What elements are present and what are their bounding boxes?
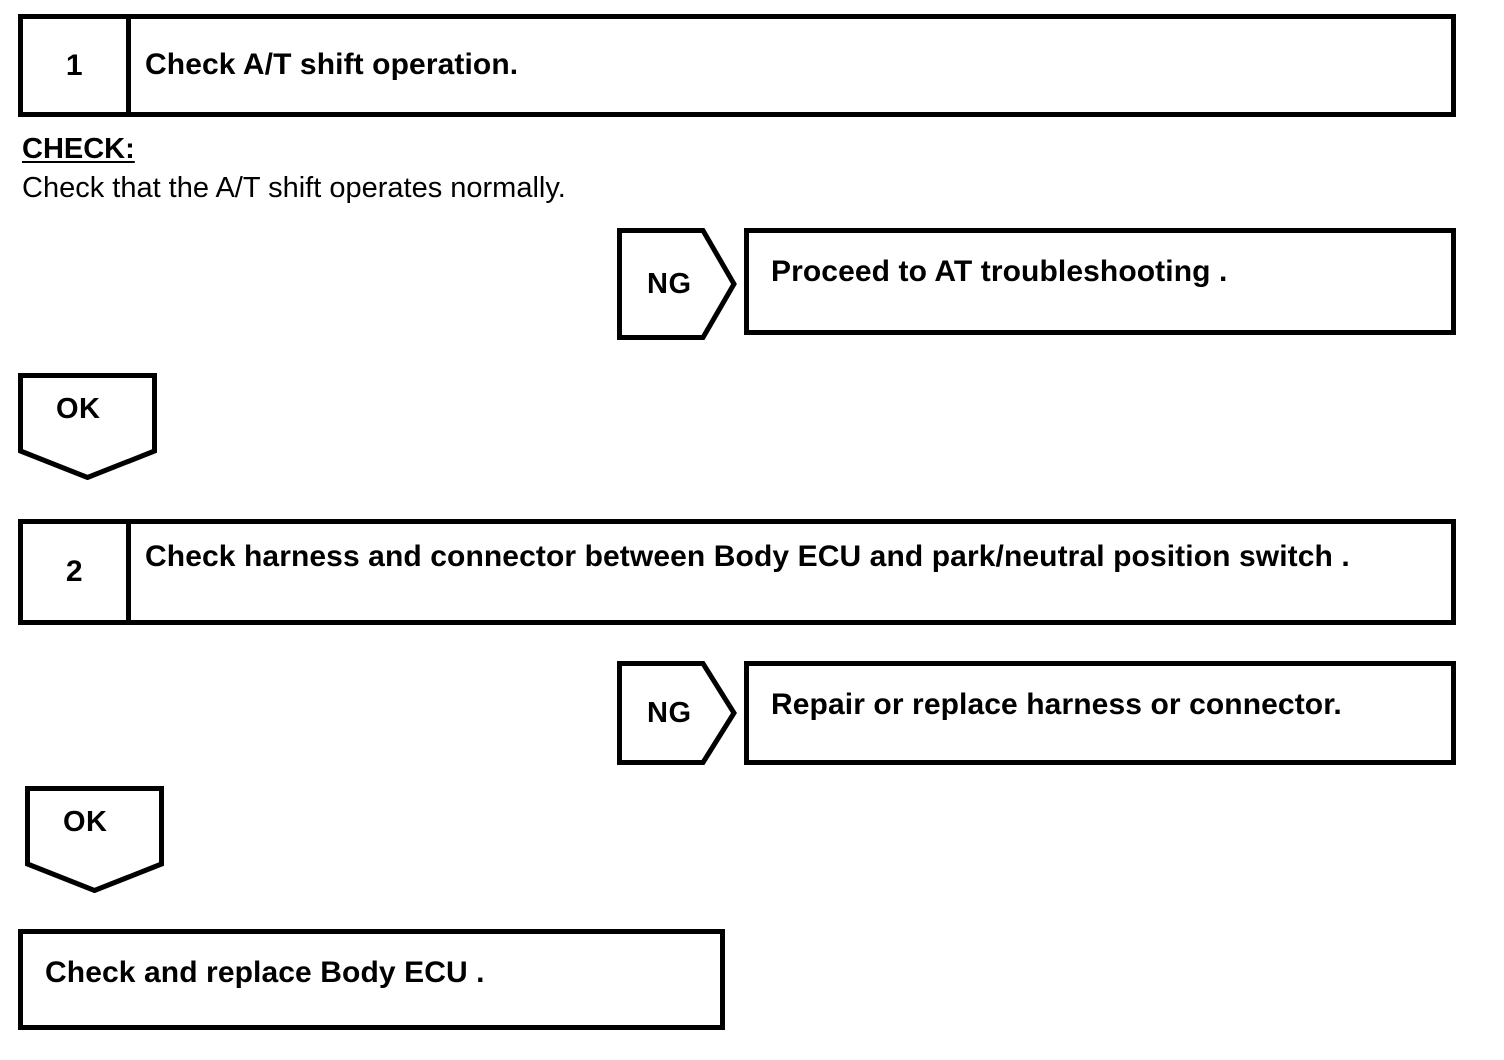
ng-branch-2: NG	[617, 661, 737, 765]
ok-label-2: OK	[63, 806, 108, 838]
final-result-box: Check and replace Body ECU .	[18, 929, 725, 1030]
check-body-text: Check that the A/T shift operates normal…	[22, 171, 566, 204]
step-number-cell-1: 1	[23, 19, 131, 112]
final-result-text: Check and replace Body ECU .	[45, 956, 485, 989]
step-title-1: Check A/T shift operation.	[145, 48, 519, 82]
step-text-cell-2: Check harness and connector between Body…	[131, 524, 1451, 620]
ng-label-1: NG	[647, 267, 692, 300]
ng-result-box-2: Repair or replace harness or connector.	[744, 661, 1456, 765]
step-box-1: 1 Check A/T shift operation.	[18, 14, 1456, 117]
ng-pentagon-icon	[617, 228, 737, 340]
ng-result-text-1: Proceed to AT troubleshooting .	[771, 255, 1228, 288]
check-section: CHECK: Check that the A/T shift operates…	[22, 133, 922, 205]
step-box-2: 2 Check harness and connector between Bo…	[18, 519, 1456, 625]
check-label: CHECK:	[22, 133, 135, 165]
ok-pentagon-icon	[18, 373, 157, 480]
ng-result-box-1: Proceed to AT troubleshooting .	[744, 228, 1456, 335]
step-text-cell-1: Check A/T shift operation.	[131, 19, 1451, 112]
ng-result-text-2: Repair or replace harness or connector.	[771, 688, 1342, 721]
ng-pentagon-icon	[617, 661, 737, 765]
ng-branch-1: NG	[617, 228, 737, 340]
ok-pentagon-icon	[25, 786, 164, 893]
ok-branch-2: OK	[25, 786, 164, 893]
step-title-2: Check harness and connector between Body…	[145, 540, 1350, 573]
ok-branch-1: OK	[18, 373, 157, 480]
ng-label-2: NG	[647, 696, 692, 729]
step-number-cell-2: 2	[23, 524, 131, 620]
ok-label-1: OK	[56, 393, 101, 425]
step-number-2: 2	[65, 555, 84, 588]
step-number-1: 1	[65, 48, 84, 82]
